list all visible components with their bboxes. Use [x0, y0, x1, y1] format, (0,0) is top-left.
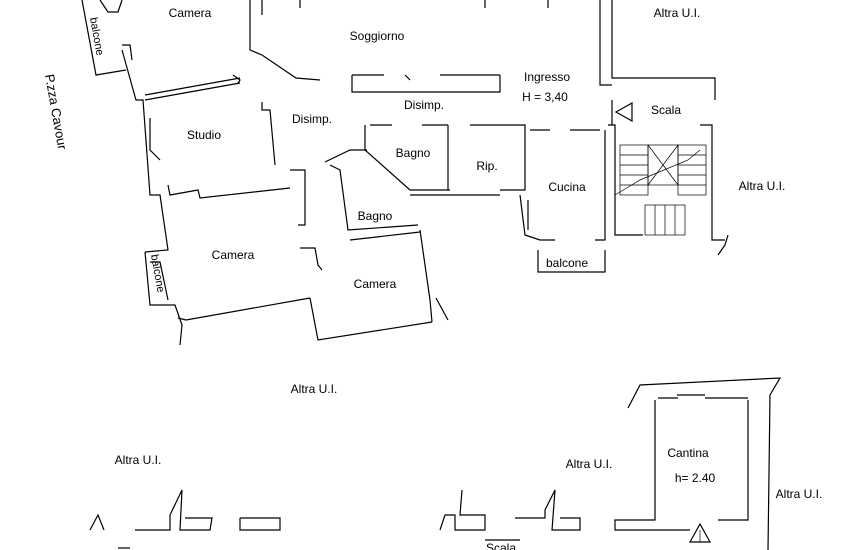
- street-label: P.zza Cavour: [42, 73, 70, 151]
- room-disimp-left: Disimp.: [292, 112, 332, 126]
- room-scala: Scala: [651, 103, 681, 117]
- room-balcone-kitchen: balcone: [546, 256, 588, 270]
- room-camera-top: Camera: [169, 6, 212, 20]
- room-balcone-top: balcone: [87, 16, 106, 56]
- room-camera-right: Camera: [354, 277, 397, 291]
- room-camera-left: Camera: [212, 248, 255, 262]
- room-ingresso: Ingresso: [524, 70, 570, 84]
- room-studio: Studio: [187, 128, 221, 142]
- room-balcone-left: balcone: [148, 253, 167, 293]
- room-ingresso-height: H = 3,40: [522, 90, 568, 104]
- room-soggiorno: Soggiorno: [350, 29, 405, 43]
- main-floor-walls: [81, 0, 729, 346]
- cellar-floor-walls: [89, 377, 782, 550]
- cellar-room-scala: Scala: [486, 541, 516, 550]
- cellar-other-unit-middle: Altra U.I.: [566, 457, 613, 471]
- cellar-other-unit-right: Altra U.I.: [776, 487, 823, 501]
- cellar-other-unit-center: Altra U.I.: [291, 382, 338, 396]
- room-ripostiglio: Rip.: [476, 159, 497, 173]
- cellar-other-unit-left: Altra U.I.: [115, 453, 162, 467]
- room-bagno-lower: Bagno: [358, 209, 393, 223]
- room-disimp-center: Disimp.: [404, 98, 444, 112]
- scala-arrow-icon: [614, 101, 633, 123]
- room-bagno-upper: Bagno: [396, 146, 431, 160]
- other-unit-right: Altra U.I.: [739, 179, 786, 193]
- room-cantina: Cantina: [667, 446, 709, 460]
- other-unit-top-right: Altra U.I.: [654, 6, 701, 20]
- room-cantina-height: h= 2.40: [675, 471, 716, 485]
- room-cucina: Cucina: [548, 180, 586, 194]
- stair-flight: [614, 144, 707, 236]
